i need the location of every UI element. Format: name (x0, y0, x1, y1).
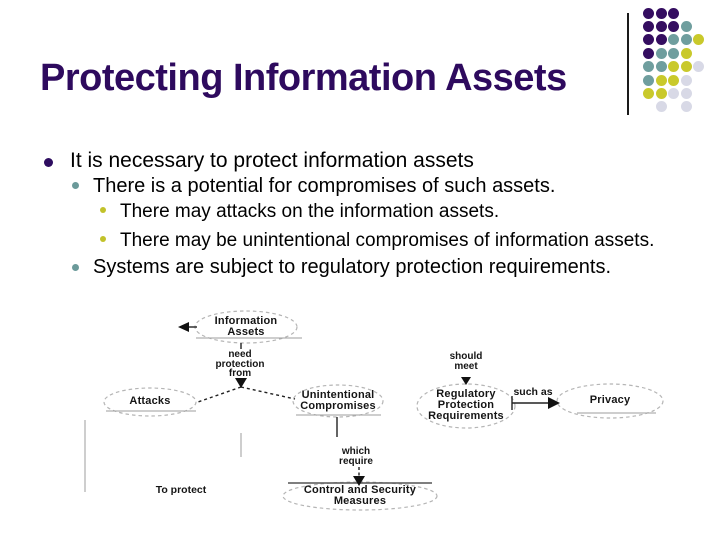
deco-dot (655, 47, 667, 59)
deco-dot (680, 87, 692, 99)
privacy-ellipse (556, 383, 664, 419)
deco-dot (655, 74, 667, 86)
deco-dot (668, 7, 679, 19)
deco-dot (680, 20, 692, 32)
deco-dot (680, 47, 692, 59)
deco-dot (643, 7, 654, 19)
deco-dot (668, 74, 679, 86)
deco-dot (668, 61, 679, 73)
bullet-icon-level3 (100, 207, 106, 213)
deco-dot (668, 20, 679, 32)
edge-label-such-as: such as (513, 386, 553, 398)
node-attacks: Attacks (129, 395, 171, 407)
bullet-icon-level1 (44, 158, 53, 167)
deco-dot (680, 34, 692, 46)
bullet-line: There may be unintentional compromises o… (120, 230, 655, 251)
deco-dot (643, 34, 654, 46)
bullet-line: There is a potential for compromises of … (93, 175, 556, 197)
deco-dot (655, 34, 667, 46)
deco-dot (655, 61, 667, 73)
bullet-line: There may attacks on the information ass… (120, 201, 500, 222)
bullet-icon-level2 (72, 182, 79, 189)
edge-label-need-protection-from: need protection from (215, 349, 265, 379)
bullet-line: It is necessary to protect information a… (70, 149, 474, 172)
arrowhead-down-icon (461, 377, 471, 385)
bullet-line: Systems are subject to regulatory protec… (93, 256, 612, 278)
deco-dot (668, 47, 679, 59)
node-regulatory-protection-requirements: Regulatory Protection Requirements (428, 388, 504, 422)
deco-dot (655, 87, 667, 99)
node-unintentional-compromises: Unintentional Compromises (300, 389, 376, 412)
deco-dot (643, 20, 654, 32)
deco-dot (680, 61, 692, 73)
deco-dot (655, 101, 667, 113)
node-control-security-measures: Control and Security Measures (303, 484, 417, 507)
arrowhead-down-icon (353, 476, 365, 486)
arrowhead-right-icon (548, 397, 560, 409)
deco-dot (693, 34, 704, 46)
slide-title: Protecting Information Assets (40, 57, 567, 99)
edge-to-unintentional (240, 386, 296, 400)
edge-label-to-protect: To protect (155, 484, 207, 496)
bullet-icon-level3 (100, 236, 106, 242)
deco-dot (643, 61, 654, 73)
regulatory-requirements-ellipse (416, 383, 516, 429)
node-information-assets: Information Assets (214, 315, 278, 338)
deco-dot (680, 101, 692, 113)
deco-dot (680, 74, 692, 86)
deco-dot (643, 74, 654, 86)
deco-dot (693, 61, 704, 73)
edge-to-attacks (197, 386, 242, 403)
deco-dot (655, 20, 667, 32)
vertical-rule-decoration (627, 13, 629, 115)
node-privacy: Privacy (589, 394, 631, 406)
deco-dot (668, 87, 679, 99)
bullet-icon-level2 (72, 264, 79, 271)
edge-label-should-meet: should meet (449, 351, 483, 372)
deco-dot (655, 7, 667, 19)
arrowhead-left-icon (178, 322, 189, 332)
deco-dot (668, 34, 679, 46)
unintentional-compromises-ellipse (292, 384, 384, 418)
deco-dot (643, 47, 654, 59)
attacks-ellipse (103, 387, 197, 417)
deco-dot (643, 87, 654, 99)
arrowhead-down-icon (235, 378, 247, 388)
edge-label-which-require: which require (339, 446, 373, 467)
